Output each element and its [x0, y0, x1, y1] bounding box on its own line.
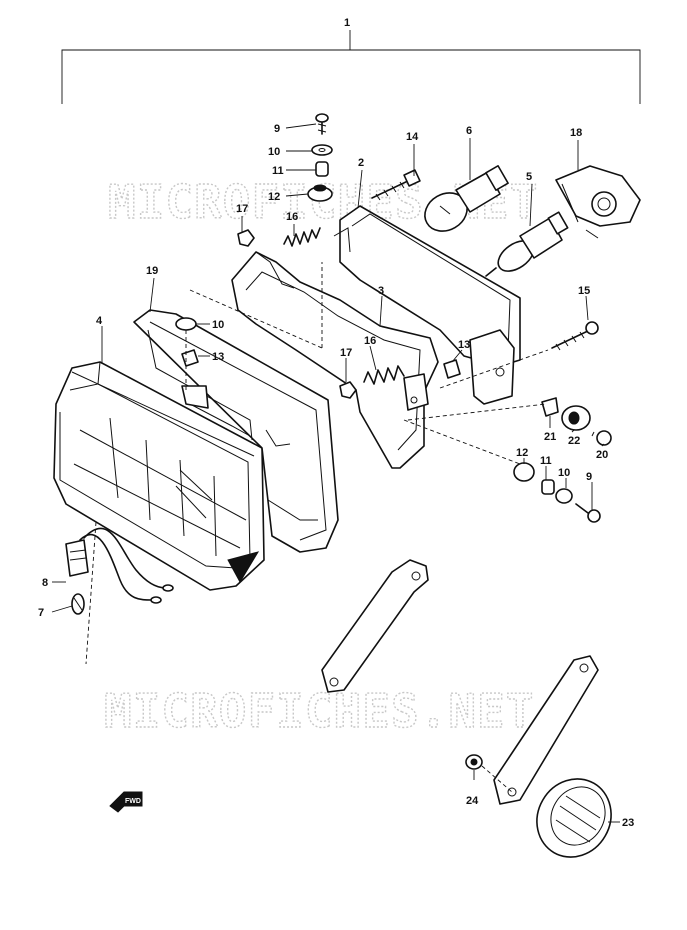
assembly-bracket — [61, 30, 641, 104]
part-number-14: 14 — [406, 131, 419, 143]
part-number-1: 1 — [344, 17, 350, 29]
collar-11a — [315, 161, 329, 177]
guide-lines — [85, 262, 549, 793]
part-number-11: 11 — [272, 165, 284, 177]
grommet-22 — [561, 405, 591, 431]
part-number-5: 5 — [526, 171, 532, 183]
socket-8 — [65, 527, 174, 604]
part-number-4: 4 — [96, 315, 103, 327]
screw-9a — [315, 113, 329, 135]
headlamp-case — [333, 205, 521, 405]
bulb-7 — [71, 593, 85, 615]
part-number-23: 23 — [622, 817, 634, 829]
nut-13b — [443, 359, 461, 379]
bulb-cover — [555, 165, 641, 239]
part-number-18: 18 — [570, 127, 582, 139]
washer-10b — [175, 317, 197, 331]
part-number-10: 10 — [558, 467, 570, 479]
part-number-12: 12 — [516, 447, 528, 459]
part-number-20: 20 — [596, 449, 608, 461]
nut-13a — [181, 349, 199, 367]
collar-11b — [541, 479, 555, 495]
nut-24 — [465, 754, 483, 770]
part-number-10: 10 — [212, 319, 224, 331]
part-number-12: 12 — [268, 191, 280, 203]
part-number-19: 19 — [146, 265, 158, 277]
part-number-21: 21 — [544, 431, 556, 443]
screw-9b — [575, 503, 601, 523]
watermark-bottom: MICROFICHES.NET — [104, 684, 534, 738]
part-number-24: 24 — [466, 795, 479, 807]
part-number-15: 15 — [578, 285, 590, 297]
screw-15 — [551, 321, 599, 351]
spring-16b — [363, 365, 405, 385]
part-number-9: 9 — [274, 123, 280, 135]
part-number-17: 17 — [236, 203, 248, 215]
bracket-right — [493, 655, 599, 805]
part-number-3: 3 — [378, 285, 384, 297]
part-number-22: 22 — [568, 435, 580, 447]
headlamp-housing — [133, 309, 339, 553]
part-number-11: 11 — [540, 455, 552, 467]
label-leaders — [51, 123, 620, 823]
part-number-16: 16 — [286, 211, 298, 223]
grommet-12b — [513, 462, 535, 482]
mounting-frame — [231, 251, 439, 469]
bulb-5 — [485, 211, 569, 277]
nut-17a — [237, 229, 255, 247]
part-number-6: 6 — [466, 125, 472, 137]
part-labels: 1 2 3 4 5 6 7 8 9 9 10 10 10 11 11 12 12… — [38, 17, 634, 829]
adjust-screw-14 — [371, 169, 421, 201]
bracket-left — [321, 559, 429, 693]
part-number-17: 17 — [340, 347, 352, 359]
part-number-10: 10 — [268, 146, 280, 158]
part-number-7: 7 — [38, 607, 44, 619]
collar-21 — [541, 397, 559, 417]
part-number-13: 13 — [212, 351, 224, 363]
part-number-8: 8 — [42, 577, 48, 589]
part-number-13: 13 — [458, 339, 470, 351]
part-number-9: 9 — [586, 471, 592, 483]
fwd-label: FWD — [125, 798, 141, 805]
fwd-arrow-icon: FWD — [109, 791, 143, 813]
washer-10c — [555, 488, 573, 504]
spring-16a — [283, 227, 321, 247]
nut-17b — [339, 381, 357, 399]
part-number-16: 16 — [364, 335, 376, 347]
screw-20 — [591, 430, 612, 446]
reflector-23 — [536, 778, 612, 858]
part-number-2: 2 — [358, 157, 364, 169]
bulb-6 — [424, 165, 509, 232]
washer-10a — [311, 144, 333, 156]
headlamp-lens — [53, 361, 265, 591]
